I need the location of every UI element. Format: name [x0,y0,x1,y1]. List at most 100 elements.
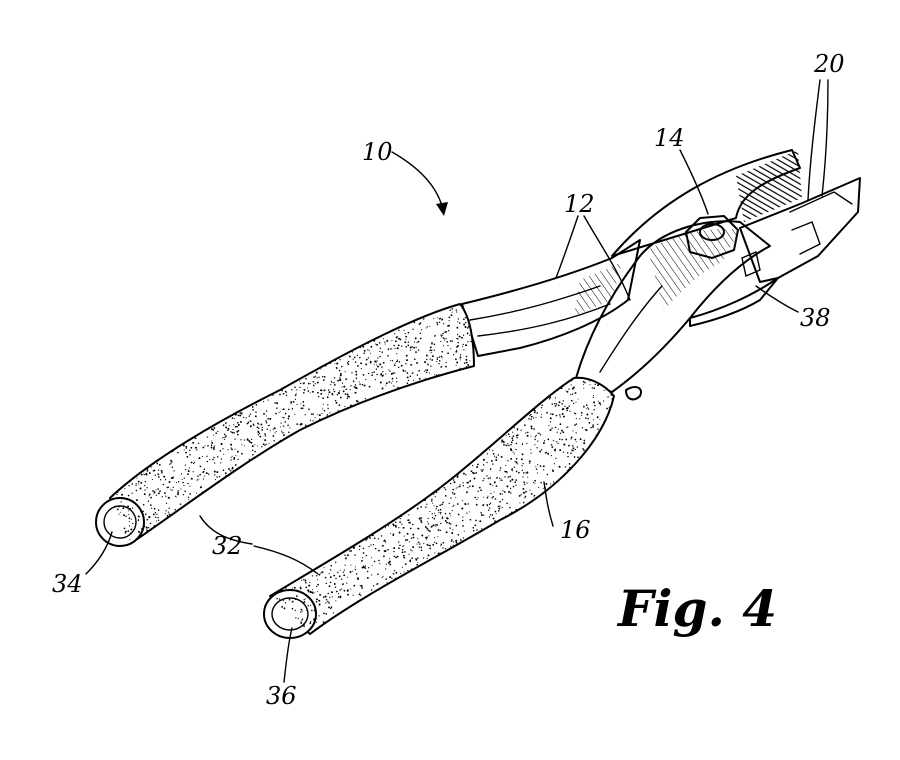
grip-stipple-dot [146,468,149,471]
grip-stipple-dot [401,551,404,554]
grip-stipple-dot [123,505,125,507]
grip-stipple-dot [153,492,155,494]
grip-stipple-dot [486,503,488,506]
grip-stipple-dot [157,519,160,521]
grip-stipple-dot [585,429,588,432]
grip-stipple-dot [149,504,152,506]
grip-stipple-dot [456,361,459,364]
grip-stipple-dot [236,425,238,428]
grip-stipple-dot [397,366,400,369]
grip-stipple-dot [472,464,474,467]
grip-stipple-dot [433,317,435,319]
grip-stipple-dot [166,514,169,517]
grip-stipple-dot [404,563,407,566]
grip-stipple-dot [187,470,190,473]
grip-stipple-dot [254,450,256,453]
grip-stipple-dot [118,505,120,508]
grip-stipple-dot [377,549,380,552]
grip-stipple-dot [252,453,254,456]
grip-stipple-dot [415,558,418,561]
grip-stipple-dot [540,414,542,416]
grip-stipple-dot [367,372,370,375]
grip-stipple-dot [395,571,398,574]
grip-stipple-dot [210,446,213,449]
grip-stipple-dot [607,396,609,397]
grip-stipple-dot [355,370,357,373]
grip-stipple-dot [253,424,255,427]
grip-stipple-dot [374,547,377,550]
grip-stipple-dot [516,463,519,465]
grip-stipple-dot [452,544,454,546]
grip-stipple-dot [171,450,174,453]
grip-stipple-dot [359,356,361,359]
grip-stipple-dot [390,532,392,534]
grip-stipple-dot [346,576,348,578]
grip-stipple-dot [566,409,569,412]
grip-stipple-dot [546,473,549,476]
grip-stipple-dot [207,445,209,447]
grip-stipple-dot [171,466,174,469]
grip-stipple-dot [449,512,451,515]
grip-stipple-dot [288,408,290,411]
grip-stipple-dot [412,533,415,536]
grip-stipple-dot [436,361,438,363]
grip-stipple-dot [248,415,251,417]
grip-stipple-dot [294,394,297,397]
grip-stipple-dot [338,592,340,595]
grip-stipple-dot [557,404,560,407]
grip-stipple-dot [388,381,391,383]
grip-stipple-dot [307,596,309,598]
grip-stipple-dot [262,401,265,403]
grip-stipple-dot [574,438,577,441]
grip-stipple-dot [241,452,243,455]
grip-stipple-dot [148,472,151,475]
grip-stipple-dot [450,540,453,543]
grip-stipple-dot [213,470,216,473]
grip-stipple-dot [457,344,460,347]
grip-stipple-dot [394,347,396,350]
grip-stipple-dot [505,470,508,473]
grip-stipple-dot [377,538,380,540]
grip-stipple-dot [582,447,584,450]
grip-stipple-dot [462,343,464,346]
grip-stipple-dot [282,434,285,437]
grip-stipple-dot [294,609,296,612]
grip-stipple-dot [237,429,240,432]
grip-stipple-dot [231,467,234,470]
grip-stipple-dot [241,412,243,414]
grip-stipple-dot [263,412,265,415]
grip-stipple-dot [165,478,167,480]
grip-stipple-dot [520,494,522,496]
grip-stipple-dot [431,359,434,361]
grip-stipple-dot [361,566,364,569]
grip-stipple-dot [380,535,383,537]
grip-stipple-dot [551,446,554,449]
grip-stipple-dot [533,496,535,498]
grip-stipple-dot [586,408,588,410]
grip-stipple-dot [556,431,558,433]
grip-stipple-dot [429,349,432,352]
grip-stipple-dot [448,324,450,327]
grip-stipple-dot [404,551,406,553]
grip-stipple-dot [420,506,422,508]
grip-stipple-dot [382,555,385,558]
grip-stipple-dot [392,533,395,535]
grip-stipple-dot [364,398,367,400]
grip-stipple-dot [530,492,533,495]
grip-stipple-dot [466,512,468,514]
grip-stipple-dot [440,365,443,368]
grip-stipple-dot [161,471,163,474]
grip-stipple-dot [315,621,318,623]
ref-label-14: 14 [654,124,685,152]
grip-stipple-dot [347,363,349,365]
grip-stipple-dot [405,363,407,365]
grip-stipple-dot [160,469,163,472]
grip-stipple-dot [333,382,335,384]
grip-stipple-dot [334,377,336,379]
grip-stipple-dot [416,361,418,364]
grip-stipple-dot [143,473,145,475]
grip-stipple-dot [594,383,597,386]
grip-stipple-dot [116,493,118,496]
grip-stipple-dot [395,521,397,523]
grip-stipple-dot [315,371,318,374]
